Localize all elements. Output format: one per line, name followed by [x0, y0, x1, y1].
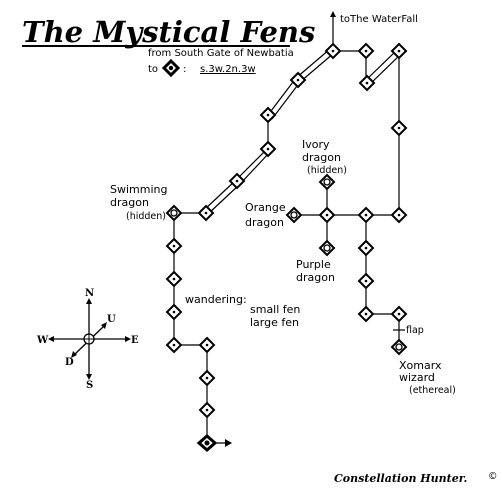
room-nodes	[165, 42, 408, 452]
swimming-dragon-label-1: Swimming	[110, 183, 167, 196]
route-to-label: to	[148, 64, 158, 75]
compass-rose	[48, 298, 131, 380]
compass-e: E	[131, 335, 139, 346]
xomarx-label-3: (ethereal)	[409, 385, 456, 396]
purple-dragon-label-2: dragon	[296, 271, 335, 284]
exit-east-arrow	[225, 439, 232, 447]
room-node	[165, 204, 183, 222]
compass-u: U	[107, 314, 116, 325]
exit-waterfall-label: toThe WaterFall	[340, 14, 418, 25]
wandering-small-fen: small fen	[250, 303, 300, 316]
room-dots	[172, 49, 401, 412]
ivory-dragon-label-1: Ivory	[302, 138, 330, 151]
route-start-icon-dot	[168, 65, 174, 71]
xomarx-label-2: wizard	[399, 371, 435, 384]
monster-marker	[323, 178, 331, 186]
monster-marker	[323, 244, 331, 252]
wandering-label: wandering:	[185, 293, 247, 306]
monster-marker	[290, 211, 298, 219]
route-from-label: from South Gate of Newbatia	[148, 48, 294, 59]
orange-dragon-label-1: Orange	[245, 201, 286, 214]
route-path: s.3w.2n.3w	[200, 64, 256, 75]
flap-label: flap	[406, 325, 424, 336]
route-colon: :	[183, 64, 186, 75]
compass-w: W	[36, 335, 49, 346]
start-room-marker	[204, 440, 210, 446]
compass-d: D	[65, 357, 74, 368]
monster-markers	[170, 178, 403, 351]
monster-marker	[395, 343, 403, 351]
room-node	[285, 206, 303, 224]
purple-dragon-label-1: Purple	[296, 258, 331, 271]
xomarx-label-1: Xomarx	[399, 359, 442, 372]
monster-marker	[170, 209, 178, 217]
exit-waterfall-arrow	[330, 11, 336, 17]
room-node	[390, 338, 408, 356]
ivory-dragon-label-2: dragon	[302, 151, 341, 164]
copyright-symbol: ©	[488, 471, 498, 482]
map-title: The Mystical Fens	[22, 15, 315, 49]
compass-n: N	[85, 288, 94, 299]
compass-s: S	[86, 380, 93, 391]
swimming-dragon-label-2: dragon	[110, 196, 149, 209]
ivory-dragon-label-3: (hidden)	[307, 165, 347, 176]
room-node	[318, 239, 336, 257]
credit-text: Constellation Hunter.	[334, 472, 468, 485]
orange-dragon-label-2: dragon	[245, 216, 284, 229]
wandering-large-fen: large fen	[250, 316, 299, 329]
room-node	[318, 173, 336, 191]
swimming-dragon-label-3: (hidden)	[126, 211, 166, 222]
